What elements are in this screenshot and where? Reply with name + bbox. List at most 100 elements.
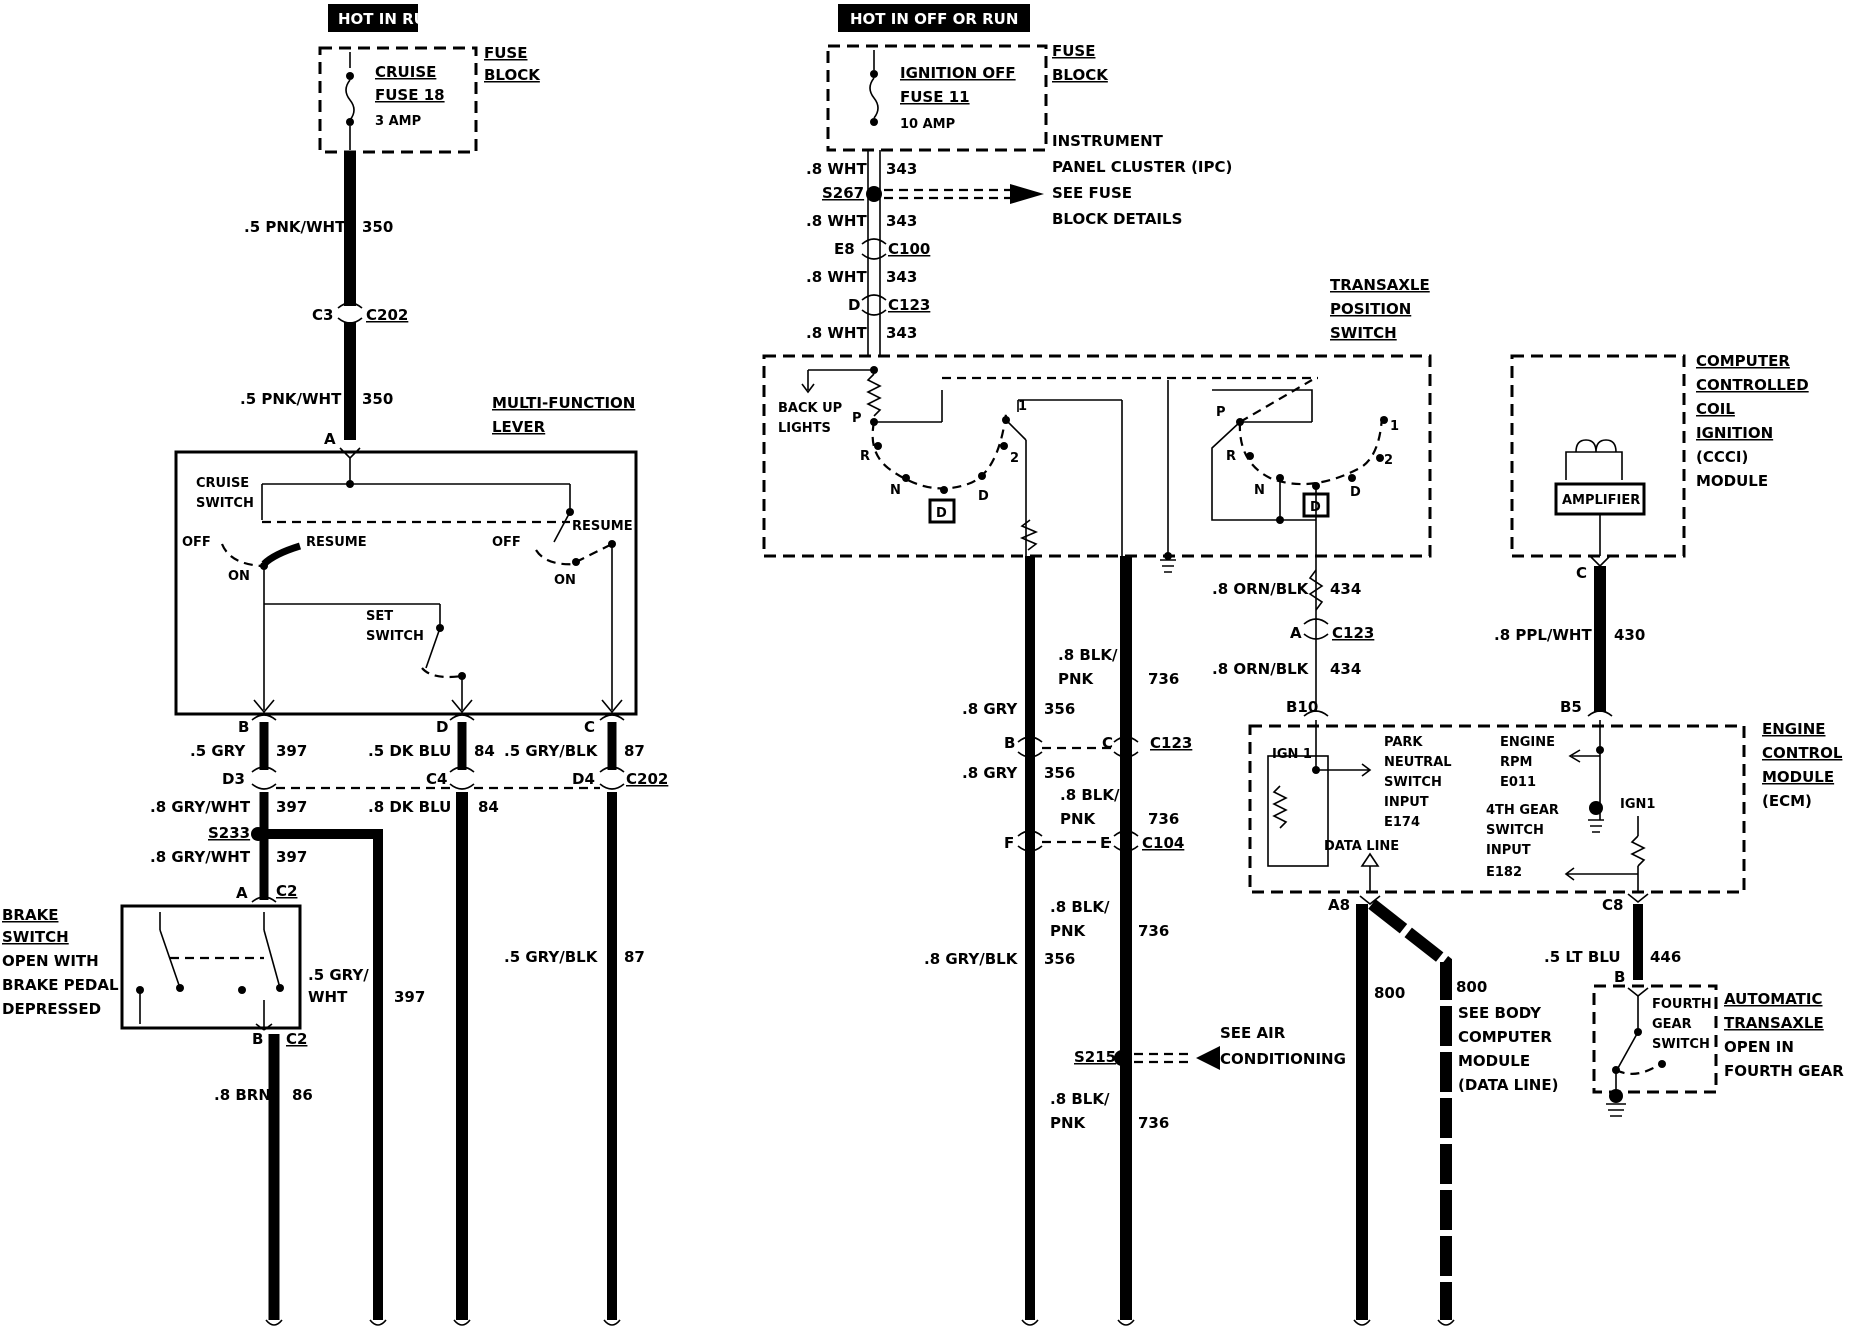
wire-343a-gauge: .8 WHT [806, 160, 867, 178]
ipc-label-2: PANEL CLUSTER (IPC) [1052, 158, 1232, 176]
fg-label-1: FOURTH [1652, 997, 1712, 1012]
cruise-on-label: ON [228, 569, 250, 584]
g4-label-1: 4TH GEAR [1486, 803, 1559, 818]
wire-736a-gauge-2: PNK [1058, 670, 1095, 688]
wire-736d-gauge-2: PNK [1050, 1114, 1087, 1132]
pin-d-label: D [436, 718, 448, 736]
connector-c2-bottom: C2 [286, 1030, 307, 1048]
gear-d-box-2 [1302, 492, 1330, 518]
gear-p1: P [852, 411, 862, 426]
wire-86-num: 86 [292, 1086, 313, 1104]
ign1-b-label: IGN1 [1620, 797, 1655, 812]
connector-d4: D4 [572, 770, 595, 788]
wire-397b-num: 397 [276, 798, 307, 816]
wire-736b-gauge-2: PNK [1060, 810, 1097, 828]
wire-800-b [1368, 899, 1452, 1320]
ccci-module-box [1510, 354, 1686, 558]
connector-c123-right: C123 [1332, 624, 1374, 642]
wire-434a-num: 434 [1330, 580, 1361, 598]
wire-446-gauge: .5 LT BLU [1544, 948, 1621, 966]
ipc-label-1: INSTRUMENT [1052, 132, 1164, 150]
pin-c-c: C [1102, 734, 1113, 752]
pin-c-label: C [584, 718, 595, 736]
hot-in-off-or-run-label: HOT IN OFF OR RUN [850, 10, 1018, 28]
pin-b5: B5 [1560, 698, 1582, 716]
wire-343a-num: 343 [886, 160, 917, 178]
bcm-label-1: SEE BODY [1458, 1004, 1542, 1022]
wire-343d-num: 343 [886, 324, 917, 342]
fuse-block-label-1: FUSE [484, 44, 527, 62]
at-label-3: OPEN IN [1724, 1038, 1794, 1056]
pin-e-c: E [1100, 834, 1110, 852]
wire-446-num: 446 [1650, 948, 1681, 966]
pin-b-label: B [238, 718, 249, 736]
left-circuit: HOT IN RUN CRUISE FUSE 18 3 AMP FUSE BLO… [2, 4, 668, 1320]
wire-350-lower-num: 350 [362, 390, 393, 408]
splice-s215 [1114, 1050, 1130, 1066]
ccci-label-4: IGNITION [1696, 424, 1773, 442]
fuse-block-cruise [318, 46, 478, 154]
connector-c202-bottom: C202 [626, 770, 668, 788]
pin-a8: A8 [1328, 896, 1350, 914]
gear-n1: N [890, 483, 901, 498]
bcm-label-3: MODULE [1458, 1052, 1530, 1070]
brake-switch-box [120, 904, 302, 1030]
at-label-2: TRANSAXLE [1724, 1014, 1824, 1032]
connector-d-label: D [848, 296, 860, 314]
rpm-label-1: ENGINE [1500, 735, 1555, 750]
ccci-label-6: MODULE [1696, 472, 1768, 490]
wire-736a-num: 736 [1148, 670, 1179, 688]
gear-two2: 2 [1384, 453, 1393, 468]
wire-350-upper-num: 350 [362, 218, 393, 236]
brake-switch-label-2: SWITCH [2, 928, 69, 946]
at-label-4: FOURTH GEAR [1724, 1062, 1844, 1080]
ecm-label-3: MODULE [1762, 768, 1834, 786]
brake-switch-label-1: BRAKE [2, 906, 58, 924]
backup-lights-label-2: LIGHTS [778, 421, 831, 436]
connector-c202-top: C202 [366, 306, 408, 324]
set-switch-label-1: SET [366, 609, 393, 624]
brake-switch-label-3: OPEN WITH [2, 952, 99, 970]
fuse-block-ignition [826, 44, 1048, 152]
center-circuit: HOT IN OFF OR RUN IGNITION OFF FUSE 11 1… [762, 4, 1432, 1320]
wire-800a-num: 800 [1374, 984, 1405, 1002]
ecm-label-2: CONTROL [1762, 744, 1843, 762]
cruise-fuse-name: CRUISE [375, 63, 436, 81]
g4-label-3: INPUT [1486, 843, 1531, 858]
rpm-label-2: RPM [1500, 755, 1532, 770]
pin-b10: B10 [1286, 698, 1318, 716]
fuse-block-label-c2: BLOCK [1052, 66, 1109, 84]
wire-343b-num: 343 [886, 212, 917, 230]
cruise-resume-label: RESUME [306, 535, 367, 550]
see-fuse-label-1: SEE FUSE [1052, 184, 1132, 202]
wire-800b-num: 800 [1456, 978, 1487, 996]
wire-87-gauge: .5 GRY/BLK [504, 742, 599, 760]
wire-430-gauge: .8 PPL/WHT [1494, 626, 1592, 644]
wire-84-gauge: .5 DK BLU [368, 742, 451, 760]
wire-736c-num: 736 [1138, 922, 1169, 940]
tps-label-2: POSITION [1330, 300, 1411, 318]
gear-p2: P [1216, 405, 1226, 420]
rpm-label-3: E011 [1500, 775, 1536, 790]
splice-s267-label: S267 [822, 184, 864, 202]
resume-label: RESUME [572, 519, 633, 534]
gear-d2: D [1350, 485, 1361, 500]
wire-397b-gauge: .8 GRY/WHT [150, 798, 251, 816]
connector-c3: C3 [312, 306, 333, 324]
pin-a-c: A [1290, 624, 1302, 642]
wire-736b-gauge-1: .8 BLK/ [1060, 786, 1120, 804]
ecm-label-4: (ECM) [1762, 792, 1812, 810]
wire-356c-gauge: .8 GRY/BLK [924, 950, 1019, 968]
pin-f-c: F [1004, 834, 1014, 852]
cruise-fuse-amp: 3 AMP [375, 114, 421, 129]
gear-n2: N [1254, 483, 1265, 498]
wire-397-gauge: .5 GRY [190, 742, 246, 760]
data-line-label: DATA LINE [1324, 839, 1399, 854]
cruise-off-label: OFF [182, 535, 211, 550]
resume-off-label: OFF [492, 535, 521, 550]
splice-s233-label: S233 [208, 824, 250, 842]
at-label-1: AUTOMATIC [1724, 990, 1823, 1008]
cruise-fuse-number: FUSE 18 [375, 86, 445, 104]
connector-c4: C4 [426, 770, 447, 788]
hot-in-run-label: HOT IN RUN [338, 10, 438, 28]
